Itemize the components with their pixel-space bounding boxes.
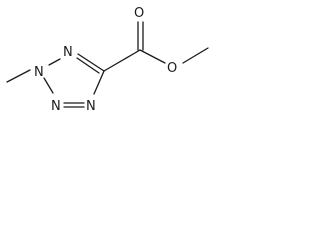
bond-methyl-n2 <box>6 69 31 83</box>
atom-n2: N <box>34 65 44 80</box>
atom-o-ester: O <box>167 61 177 76</box>
atom-n3: N <box>51 99 61 114</box>
bond-oester-methyl <box>182 47 209 64</box>
bond-ccarbonyl-oester <box>139 49 166 64</box>
atom-o-carbonyl: O <box>134 6 144 21</box>
bond-n2-n3 <box>43 77 54 94</box>
methyl-2-methyltetrazole-5-carboxylate-structure: N N N N O O <box>6 6 209 114</box>
bond-c5-n1 <box>77 53 105 72</box>
bond-c5-ccarbonyl <box>103 49 141 72</box>
bond-c5-n1-double <box>76 57 100 74</box>
atom-n1: N <box>63 45 73 60</box>
bond-n4-c5 <box>93 70 105 95</box>
atom-n4: N <box>86 99 96 114</box>
bond-n2-n1 <box>48 58 61 66</box>
